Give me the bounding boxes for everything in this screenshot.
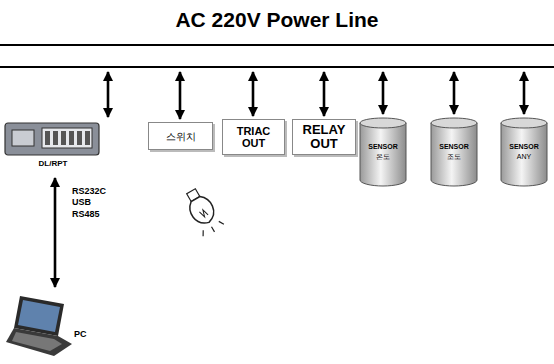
node-label: DL/RPT — [4, 160, 102, 169]
laptop-base — [6, 328, 72, 356]
terminal-slot — [61, 131, 66, 145]
double-arrow — [54, 178, 57, 287]
interface-label: RS232C USB RS485 — [72, 186, 118, 220]
light-bulb — [181, 185, 225, 238]
terminal-slot — [53, 131, 58, 145]
cylinder-top — [501, 118, 547, 128]
double-arrow — [323, 72, 326, 116]
connector-layer — [55, 72, 524, 287]
cylinder-outline — [500, 117, 548, 187]
double-arrow — [179, 72, 182, 119]
heading: AC 220V Power Line — [0, 8, 554, 31]
bulb-glass — [186, 193, 219, 228]
node-label: PC — [74, 330, 87, 340]
switch-box: 스위치 — [148, 122, 213, 150]
terminal-slot — [77, 131, 82, 145]
bulb-filament — [199, 209, 208, 218]
cylinder-body — [501, 123, 547, 186]
device-illustration — [4, 120, 102, 158]
node-label: 조도 — [447, 153, 461, 161]
laptop-illustration — [4, 290, 74, 358]
cylinder-body — [431, 123, 477, 186]
device-case — [5, 123, 99, 155]
double-arrow — [107, 72, 110, 117]
node-label: RELAY OUT — [300, 123, 348, 152]
pc-laptop: PC — [4, 290, 104, 358]
double-arrow — [523, 72, 526, 114]
node-label: SENSOR — [439, 143, 469, 151]
node-label: SENSOR — [368, 143, 398, 151]
laptop-keyboard — [12, 332, 62, 351]
bulb-rays — [201, 220, 225, 238]
double-arrow — [252, 72, 255, 116]
double-arrow — [382, 72, 385, 114]
node-label: 온도 — [376, 153, 390, 161]
cylinder-body — [360, 123, 406, 186]
node-label: TRIAC OUT — [234, 125, 274, 149]
relay-box: RELAY OUT — [292, 119, 356, 155]
terminal-slot — [69, 131, 74, 145]
double-arrow — [453, 72, 456, 114]
power-line: AC 220V Power Line — [0, 44, 554, 68]
triac-box: TRIAC OUT — [222, 119, 285, 155]
cylinder-outline — [430, 117, 478, 187]
laptop-display — [18, 300, 60, 332]
cylinder-top — [360, 118, 406, 128]
cylinder-outline — [359, 117, 407, 187]
device-terminals — [42, 128, 92, 148]
node-label: SENSOR — [509, 143, 539, 151]
cylinder-top — [431, 118, 477, 128]
sensor-cylinder: SENSOR ANY — [500, 117, 548, 187]
terminal-slot — [85, 131, 90, 145]
sensor-cylinder: SENSOR 온도 — [359, 117, 407, 187]
node-label: 스위치 — [166, 131, 196, 142]
terminal-slot — [45, 131, 50, 145]
data-logger-device: DL/RPT — [4, 120, 114, 174]
sensor-cylinder: SENSOR 조도 — [430, 117, 478, 187]
node-label: ANY — [517, 153, 531, 161]
device-panel — [12, 130, 34, 146]
